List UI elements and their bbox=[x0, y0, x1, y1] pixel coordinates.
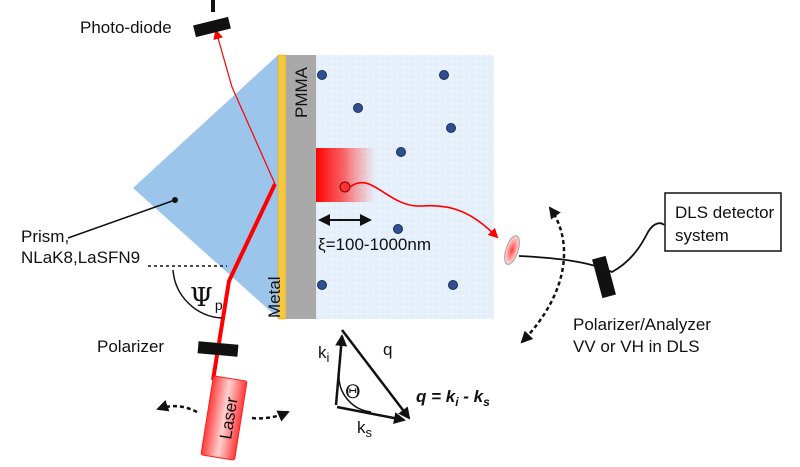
q-vector bbox=[341, 329, 411, 420]
prism-pointer bbox=[67, 199, 176, 239]
analyzer-label: Polarizer/Analyzer bbox=[573, 315, 711, 334]
particle bbox=[446, 123, 456, 133]
polarizer bbox=[197, 341, 239, 357]
dls-detector-label: DLS detector bbox=[675, 203, 775, 222]
particle bbox=[353, 103, 363, 113]
laser-rotation-arrow-right bbox=[251, 410, 290, 422]
scattering-particle bbox=[339, 181, 351, 193]
pmma-layer bbox=[286, 55, 316, 319]
particles bbox=[317, 70, 458, 290]
particle bbox=[396, 147, 406, 157]
photodiode bbox=[193, 0, 231, 38]
particle bbox=[317, 70, 327, 80]
scattering-vector-equation: q = ki - ks bbox=[416, 387, 490, 409]
particle bbox=[448, 280, 458, 290]
evanescent-field bbox=[316, 148, 376, 202]
theta-label: Θ bbox=[345, 381, 361, 403]
metal-label: Metal bbox=[265, 276, 284, 318]
analyzer bbox=[592, 255, 616, 299]
laser-rotation-arrow-left bbox=[156, 400, 198, 414]
detector-rotation-arrow bbox=[520, 206, 566, 344]
detector-aperture bbox=[504, 235, 520, 265]
scattering-vector-triangle bbox=[334, 329, 411, 424]
scattered-light-path bbox=[349, 181, 499, 239]
ki-vector bbox=[334, 334, 348, 406]
theta-arc bbox=[338, 373, 372, 413]
prism-pointer-dot bbox=[172, 197, 178, 203]
ki-label: ki bbox=[318, 343, 330, 365]
dls-detector-label-system: system bbox=[675, 226, 729, 245]
photodiode-label: Photo-diode bbox=[80, 18, 172, 37]
particle bbox=[439, 70, 449, 80]
q-label: q bbox=[383, 340, 392, 359]
angle-arc bbox=[172, 269, 223, 319]
polarizer-label: Polarizer bbox=[97, 337, 164, 356]
laser-source bbox=[200, 375, 248, 461]
particle bbox=[393, 224, 403, 234]
ks-vector bbox=[336, 405, 406, 424]
detector-fiber bbox=[518, 222, 665, 274]
prism-label: Prism, bbox=[21, 227, 69, 246]
prism-label-materials: NLaK8,LaSFN9 bbox=[21, 248, 140, 267]
particle bbox=[317, 280, 327, 290]
prism bbox=[133, 55, 278, 318]
pmma-label: PMMA bbox=[292, 66, 311, 118]
dls-detector-box bbox=[664, 192, 782, 252]
penetration-depth-label: ξ=100-1000nm bbox=[318, 235, 431, 254]
reflected-beam bbox=[213, 29, 276, 185]
ks-label: ks bbox=[357, 418, 373, 440]
analyzer-label-modes: VV or VH in DLS bbox=[573, 337, 700, 356]
